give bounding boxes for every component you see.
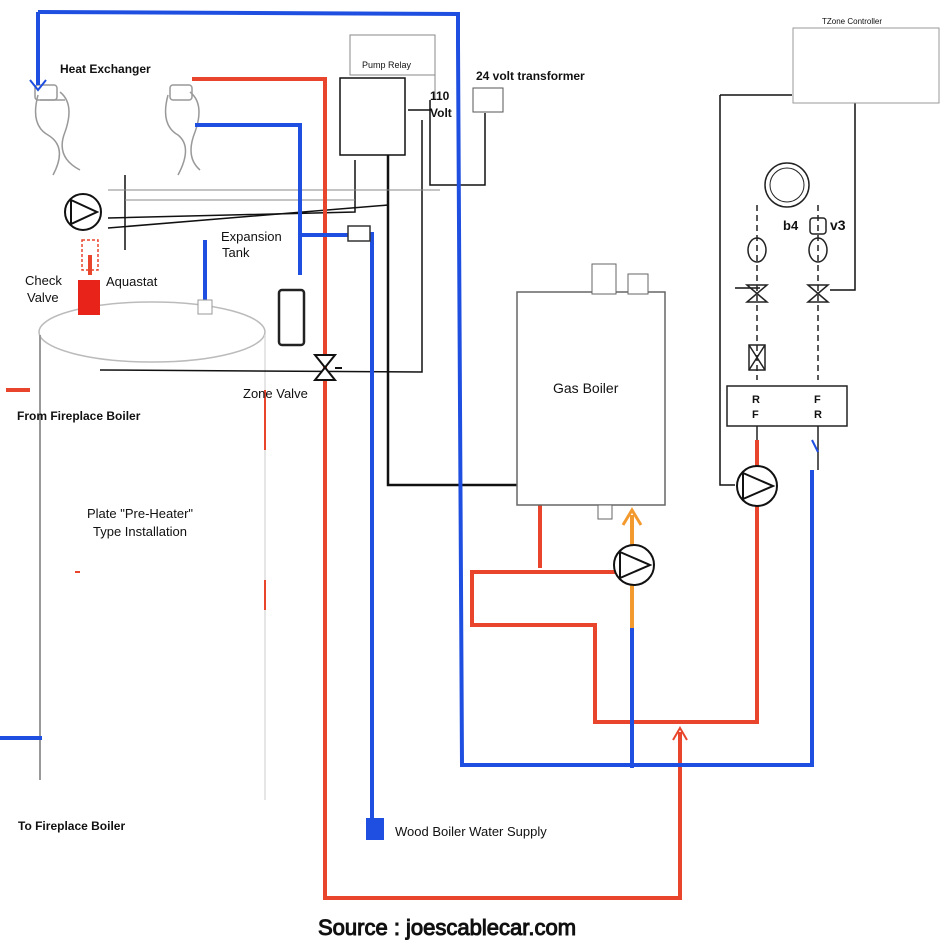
tzone-controller-box xyxy=(792,27,940,104)
heat-exchanger xyxy=(34,84,201,176)
zone-valve-icon xyxy=(312,354,342,381)
gas-boiler-label: Gas Boiler xyxy=(553,380,619,396)
preheater-tank xyxy=(38,301,266,800)
transformer-label: 24 volt transformer xyxy=(476,69,585,83)
valve-v3-label: v3 xyxy=(830,217,846,233)
wood-supply-square xyxy=(366,818,384,840)
to-fireplace-label: To Fireplace Boiler xyxy=(18,819,125,833)
valve-icon xyxy=(347,225,371,242)
source-credit: Source : joescablecar.com xyxy=(318,915,576,940)
volt-label-unit: Volt xyxy=(430,106,452,120)
flow-arrow-icon xyxy=(672,726,688,741)
expansion-tank xyxy=(277,288,306,347)
emitter-zone xyxy=(726,162,848,470)
expansion-tank-label-1: Expansion xyxy=(221,229,282,244)
aquastat-label: Aquastat xyxy=(106,274,158,289)
tzone-label: TZone Controller xyxy=(822,17,882,26)
aquastat-icon xyxy=(197,299,213,315)
wood-supply-label: Wood Boiler Water Supply xyxy=(395,824,547,839)
manifold-f-left: F xyxy=(752,409,759,421)
check-valve-icon xyxy=(78,239,100,315)
flow-arrow-icon xyxy=(29,79,47,92)
expansion-tank-label-2: Tank xyxy=(222,245,250,260)
zone-valve-label: Zone Valve xyxy=(243,386,308,401)
control-wiring xyxy=(99,94,856,487)
volt-label-number: 110 xyxy=(430,89,450,103)
cold-pipes xyxy=(0,10,814,818)
hot-pipes xyxy=(6,77,759,900)
from-fireplace-label: From Fireplace Boiler xyxy=(17,409,141,423)
pump-icon xyxy=(736,465,778,507)
manifold-r-right: R xyxy=(814,409,822,421)
manifold-r-left: R xyxy=(752,394,760,406)
pump-relay-box xyxy=(339,77,406,156)
preheater-label-1: Plate "Pre-Heater" xyxy=(87,506,193,521)
gas-boiler xyxy=(516,263,666,520)
manifold-f-right: F xyxy=(814,394,821,406)
preheater-label-2: Type Installation xyxy=(93,524,187,539)
pump-icon xyxy=(613,544,655,586)
pump-relay-label: Pump Relay xyxy=(362,60,412,70)
check-valve-label-1: Check xyxy=(25,273,62,288)
valve-b4-label: b4 xyxy=(783,218,799,233)
check-valve-label-2: Valve xyxy=(27,290,59,305)
pump-icon xyxy=(64,193,102,231)
heat-exchanger-label: Heat Exchanger xyxy=(60,62,151,76)
transformer-box xyxy=(472,87,504,113)
